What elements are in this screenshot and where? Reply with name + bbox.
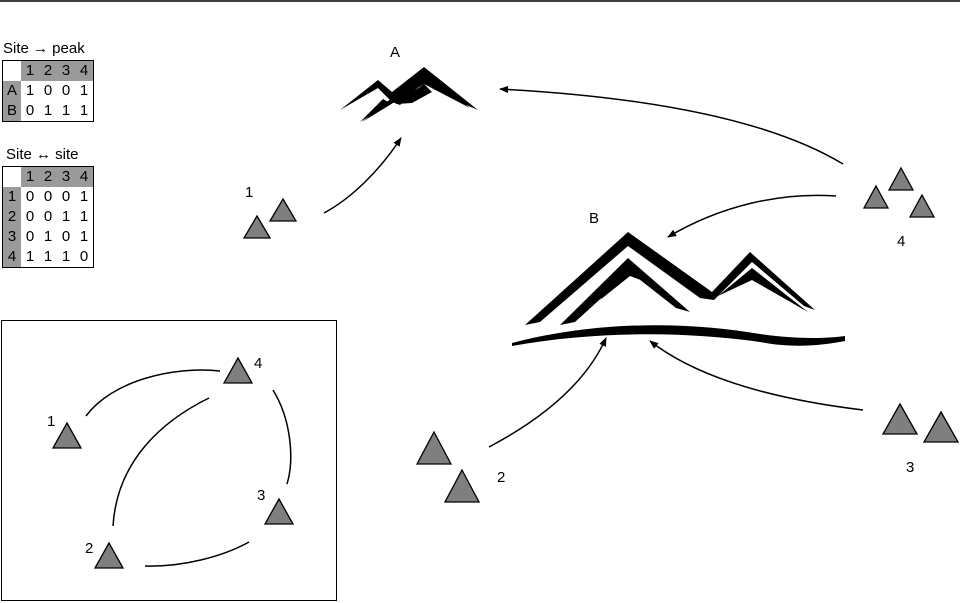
site-4-label: 4 (897, 233, 906, 250)
site-peak-cell: 1 (79, 82, 89, 99)
peak-b-mountain (512, 232, 845, 346)
site-peak-row-header: B (2, 101, 21, 122)
site-site-cell: 1 (43, 248, 53, 265)
site-site-cell: 0 (79, 248, 89, 265)
arrow-site2-to-b (488, 337, 607, 448)
site-peak-row-header: A (2, 81, 21, 101)
site-1-group (242, 197, 298, 239)
inset-edge-2-4 (112, 397, 210, 527)
site-site-cell: 0 (25, 228, 35, 245)
site-site-cell: 0 (25, 208, 35, 225)
site-site-cell: 1 (79, 188, 89, 205)
inset-edge-3-4 (272, 389, 292, 485)
site-peak-title: Site → peak (3, 40, 85, 57)
site-network-inset: 1 2 3 4 (1, 320, 337, 601)
site-peak-corner-cell (2, 60, 21, 81)
site-3-label: 3 (906, 459, 915, 476)
site-1-label: 1 (245, 184, 254, 201)
inset-edge-2-3 (144, 541, 250, 567)
arrow-site1-to-a (323, 137, 402, 214)
site-site-cell: 1 (25, 248, 35, 265)
site-2-label: 2 (497, 469, 506, 486)
peak-b-label: B (589, 210, 600, 227)
site-peak-cell: 1 (25, 82, 35, 99)
site-site-cell: 1 (61, 208, 71, 225)
inset-drawing (51, 356, 295, 569)
site-peak-col-header: 2 (39, 60, 57, 81)
peak-a-mountain (340, 67, 478, 122)
arrow-site4-to-a (499, 85, 844, 165)
peak-b-base (512, 325, 845, 346)
site-site-col-header: 2 (39, 166, 57, 187)
site-site-cell: 1 (79, 228, 89, 245)
site-site-cell: 1 (79, 208, 89, 225)
inset-label-4: 4 (254, 355, 263, 372)
site-site-cell: 0 (43, 188, 53, 205)
inset-node-1 (51, 421, 83, 449)
site-site-cell: 0 (61, 188, 71, 205)
site-site-cell: 1 (43, 228, 53, 245)
site-peak-col-header: 1 (21, 60, 39, 81)
site-site-col-header: 4 (75, 166, 94, 187)
site-site-row-header: 4 (2, 247, 21, 268)
inset-edge-1-4 (85, 369, 221, 417)
peak-a-label: A (390, 44, 401, 61)
inset-label-3: 3 (257, 487, 266, 504)
site-site-cell: 0 (61, 228, 71, 245)
site-site-row-header: 3 (2, 227, 21, 247)
site-peak-cell: 0 (61, 82, 71, 99)
arrow-site3-to-b (649, 340, 864, 411)
site-peak-col-header: 4 (75, 60, 94, 81)
site-peak-cell: 1 (79, 102, 89, 119)
arrow-site4-to-b (667, 194, 837, 238)
site-peak-cell: 1 (61, 102, 71, 119)
inset-node-2 (93, 541, 125, 569)
site-site-row-header: 1 (2, 187, 21, 207)
site-peak-cell: 0 (25, 102, 35, 119)
site-site-row-header: 2 (2, 207, 21, 227)
inset-node-4 (222, 356, 254, 384)
site-4-group (862, 166, 936, 218)
inset-node-3 (263, 497, 295, 525)
site-site-title: Site ↔ site (6, 146, 79, 163)
inset-label-1: 1 (47, 413, 56, 430)
site-site-col-header: 3 (57, 166, 75, 187)
site-3-group (881, 402, 960, 443)
site-2-group (415, 430, 481, 503)
site-site-cell: 0 (43, 208, 53, 225)
site-peak-cell: 1 (43, 102, 53, 119)
site-peak-cell: 0 (43, 82, 53, 99)
site-site-corner-cell (2, 166, 21, 187)
site-site-cell: 0 (25, 188, 35, 205)
site-peak-col-header: 3 (57, 60, 75, 81)
site-site-cell: 1 (61, 248, 71, 265)
inset-label-2: 2 (85, 540, 94, 557)
site-site-col-header: 1 (21, 166, 39, 187)
